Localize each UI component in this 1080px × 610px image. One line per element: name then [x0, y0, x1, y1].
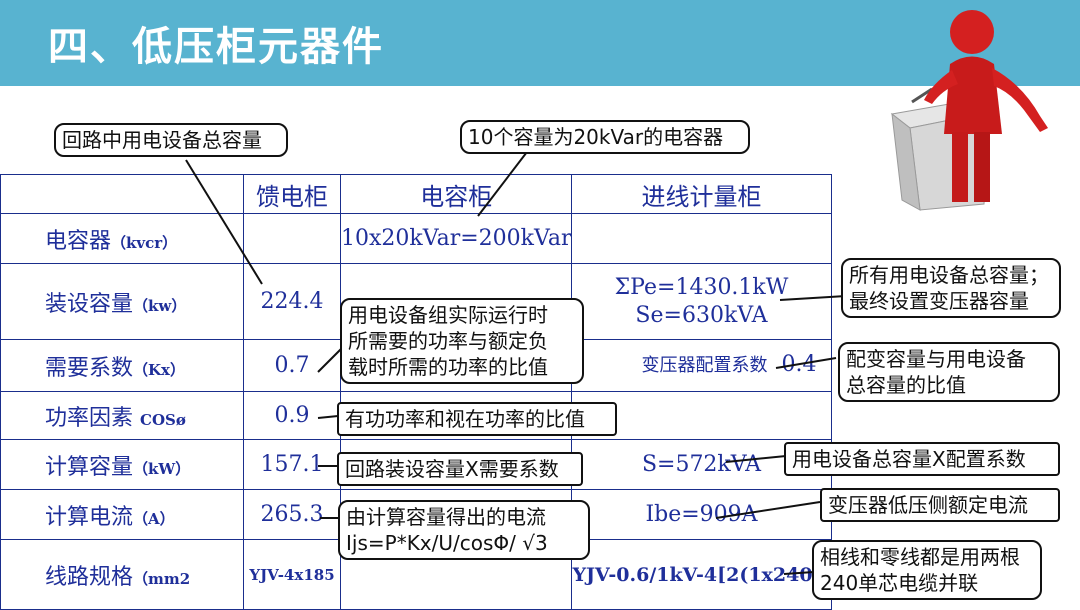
feeder-cell — [243, 213, 341, 264]
feeder-cell: 224.4 — [243, 263, 341, 340]
callout-total-capacity: 回路中用电设备总容量 — [54, 123, 288, 157]
callout-all-equipment: 所有用电设备总容量； 最终设置变压器容量 — [841, 258, 1061, 318]
header-incoming: 进线计量柜 — [571, 174, 832, 214]
header-capacitor: 电容柜 — [339, 174, 573, 214]
callout-rated-current: 变压器低压侧额定电流 — [820, 488, 1060, 522]
incoming-cell: 变压器配置系数 0.4 — [571, 339, 832, 392]
table-header-row: 馈电柜 电容柜 进线计量柜 — [0, 174, 832, 214]
header-blank — [0, 174, 244, 214]
incoming-cell — [571, 213, 832, 264]
callout-power-factor: 有功功率和视在功率的比值 — [337, 402, 617, 436]
callout-cable: 相线和零线都是用两根 240单芯电缆并联 — [812, 540, 1042, 600]
row-label: 装设容量（kw） — [0, 263, 244, 340]
row-label: 功率因素 COSø — [0, 391, 244, 440]
capacitor-cell: 10x20kVar=200kVar — [339, 213, 573, 264]
feeder-cell: 0.9 — [243, 391, 341, 440]
feeder-cell: 265.3 — [243, 489, 341, 540]
row-label: 电容器（kvcr） — [0, 213, 244, 264]
row-label: 计算电流（A） — [0, 489, 244, 540]
header-feeder: 馈电柜 — [243, 174, 341, 214]
slide-title: 四、低压柜元器件 — [48, 24, 384, 70]
callout-calc-current: 由计算容量得出的电流 Ijs=P*Kx/U/cosΦ/ √3 — [338, 500, 590, 560]
feeder-cell: 0.7 — [243, 339, 341, 392]
feeder-cell: YJV-4x185 — [243, 539, 341, 610]
table-row: 线路规格（mm2 YJV-4x185 YJV-0.6/1kV-4[2(1x240… — [0, 539, 832, 610]
row-label: 线路规格（mm2 — [0, 539, 244, 610]
incoming-cell: Ibe=909A — [571, 489, 832, 540]
incoming-cell: YJV-0.6/1kV-4[2(1x240)] — [571, 539, 832, 610]
callout-capacitor-desc: 10个容量为20kVar的电容器 — [460, 120, 750, 154]
presenter-illustration — [890, 10, 1048, 211]
table-row: 电容器（kvcr） 10x20kVar=200kVar — [0, 213, 832, 264]
callout-config-ratio: 配变容量与用电设备 总容量的比值 — [838, 342, 1060, 402]
row-label: 计算容量（kW） — [0, 439, 244, 490]
callout-total-x-config: 用电设备总容量X配置系数 — [784, 442, 1060, 476]
callout-demand-factor: 用电设备组实际运行时 所需要的功率与额定负 载时所需的功率的比值 — [340, 298, 584, 384]
row-label: 需要系数（Kx） — [0, 339, 244, 392]
callout-calc-capacity: 回路装设容量X需要系数 — [337, 452, 583, 486]
feeder-cell: 157.1 — [243, 439, 341, 490]
title-bar — [0, 0, 1080, 86]
